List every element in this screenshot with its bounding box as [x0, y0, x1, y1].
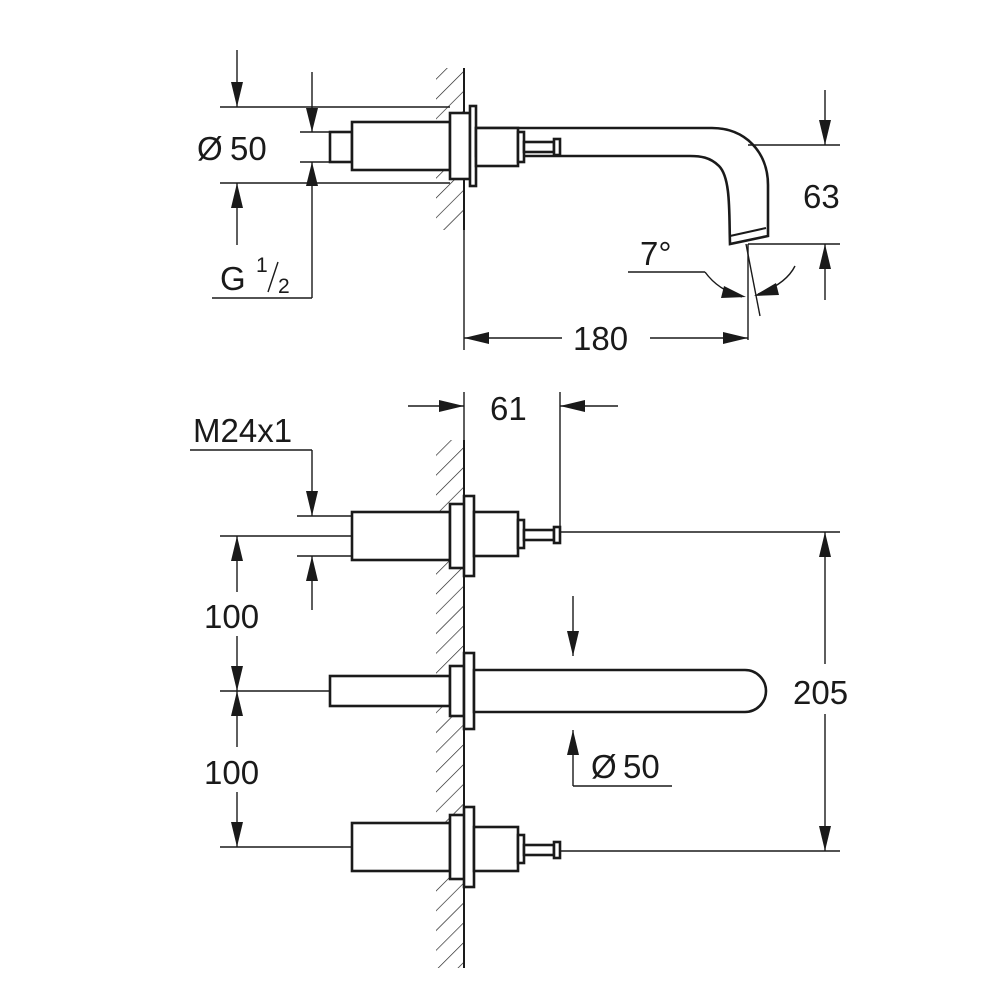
front-spacing-upper: 100: [204, 598, 259, 635]
top-diameter-value: 50: [230, 130, 267, 167]
front-spout-diameter-value: 50: [623, 748, 660, 785]
top-dim-angle: 7°: [628, 235, 796, 340]
front-view: 61 M24x1 100 100: [190, 390, 848, 968]
front-thread-value: M24x1: [193, 412, 292, 449]
top-valve-body: [328, 104, 478, 188]
front-spout-diameter-symbol: Ø: [591, 748, 617, 785]
front-dim-depth: 61: [408, 390, 618, 530]
top-angle-value: 7°: [640, 235, 672, 272]
top-projection-value: 180: [573, 320, 628, 357]
top-thread-numerator: 1: [256, 254, 268, 277]
top-height-value: 63: [803, 178, 840, 215]
top-dim-thread: G 1 2: [212, 72, 330, 299]
front-dim-spacing: 100 100: [204, 535, 352, 848]
top-dim-diameter: Ø 50: [197, 50, 450, 245]
top-dim-height: 63: [748, 90, 840, 300]
top-dim-projection: 180: [464, 320, 748, 357]
front-depth-value: 61: [490, 390, 527, 427]
top-thread-g: G: [220, 260, 246, 297]
front-dim-thread: M24x1: [190, 412, 352, 610]
top-thread-denominator: 2: [278, 275, 290, 298]
front-upper-valve: [350, 494, 562, 578]
top-wall: [436, 68, 465, 350]
top-spout: [474, 126, 770, 246]
front-overall-value: 205: [793, 674, 848, 711]
front-dim-overall: 205: [560, 531, 848, 852]
front-lower-valve: [350, 805, 562, 889]
front-spout: [328, 651, 768, 731]
top-view: Ø 50 G 1 2 63: [197, 50, 840, 357]
top-diameter-symbol: Ø: [197, 130, 223, 167]
front-dim-spout-diameter: Ø 50: [567, 596, 672, 787]
front-spacing-lower: 100: [204, 754, 259, 791]
